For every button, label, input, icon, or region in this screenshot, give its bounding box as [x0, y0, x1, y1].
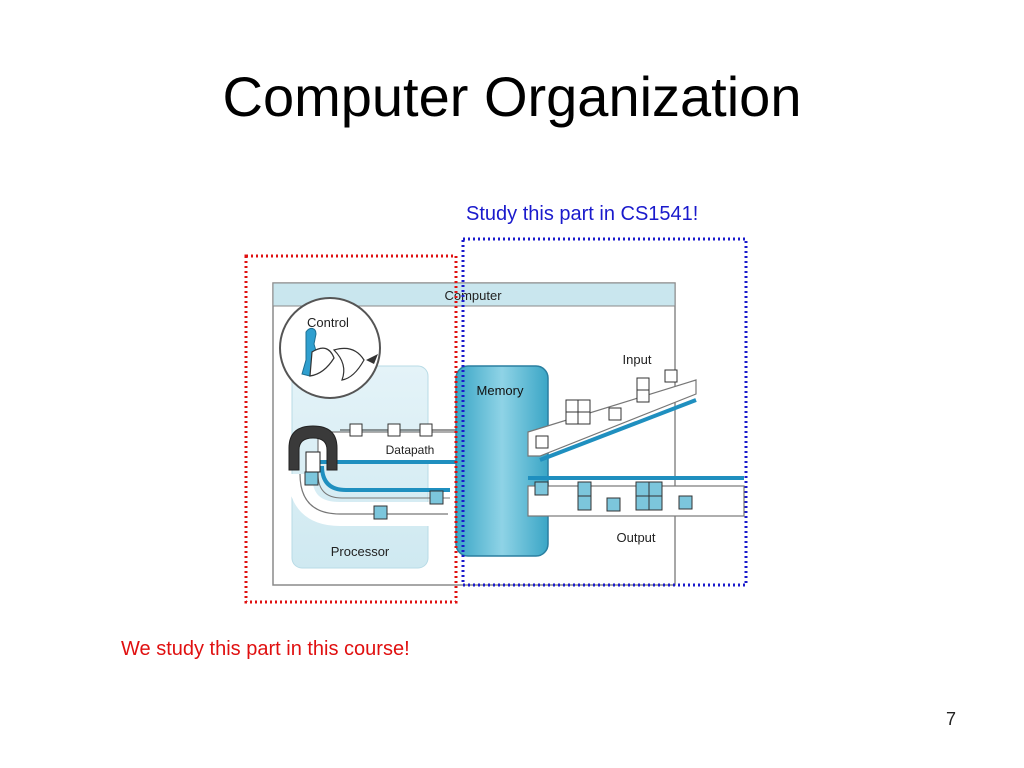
slide-number: 7: [946, 709, 957, 729]
course-highlight-box: [244, 254, 458, 604]
memory-label: Memory: [477, 383, 524, 398]
datapath-label: Datapath: [386, 443, 435, 457]
course-note: We study this part in this course!: [121, 638, 410, 660]
control-label: Control: [307, 315, 349, 330]
paper-icon: [309, 347, 335, 377]
input-device: Input: [527, 352, 697, 462]
paper-icon-2: [332, 347, 365, 381]
output-label: Output: [616, 530, 655, 545]
control-unit: Control: [279, 297, 381, 399]
processor-label: Processor: [331, 544, 390, 559]
output-device: Output: [527, 476, 745, 545]
cs1541-highlight-box: [461, 237, 748, 587]
input-label: Input: [623, 352, 652, 367]
memory-unit: Memory: [455, 365, 549, 557]
processor-pipe: [288, 465, 450, 526]
cs1541-note: Study this part in CS1541!: [466, 203, 699, 225]
register-arch-icon: [288, 425, 338, 471]
slide-title: Computer Organization: [222, 65, 802, 128]
computer-label: Computer: [444, 288, 502, 303]
